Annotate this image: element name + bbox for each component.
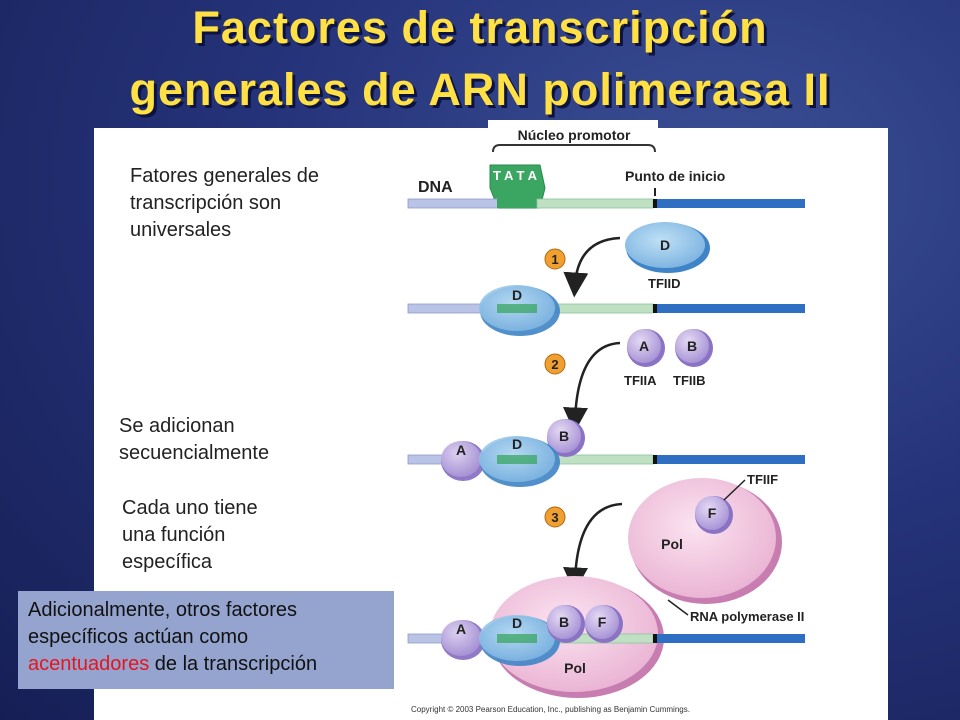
tfiia-letter: A [639, 338, 649, 354]
nucleo-promotor-label: Núcleo promotor [518, 127, 631, 143]
tfiia-factor: A [627, 329, 665, 367]
tata-box: T A T A [489, 164, 546, 209]
note-sequential: Se adicionan secuencialmente [119, 413, 269, 467]
step-2-arrow [563, 341, 621, 433]
tfiid-factor: D [625, 222, 710, 273]
tfiid-label: TFIID [648, 276, 681, 291]
step-1-arrow [563, 236, 621, 298]
note-function-line-3: específica [122, 551, 213, 573]
nucleo-bracket [492, 144, 656, 153]
pol-bound-letter-4: Pol [564, 660, 586, 676]
title-line-1: Factores de transcripción [192, 2, 768, 53]
note-universal-line-3: universales [130, 219, 232, 241]
step-1-number: 1 [551, 252, 558, 267]
tfiid-bound-letter: D [512, 287, 522, 303]
dna-strand-1 [407, 198, 805, 209]
complex-row-4: A D B F Pol [407, 576, 805, 698]
tfiia-bound-letter-4: A [456, 621, 466, 637]
step-3-badge [544, 506, 566, 528]
callout-line-1: Adicionalmente, otros factores [28, 599, 298, 621]
tfiid-bound-2: D [479, 285, 560, 336]
tfiif-letter: F [708, 505, 717, 521]
tfiia-label: TFIIA [624, 373, 657, 388]
tfiib-bound-letter-3: B [559, 428, 569, 444]
tfiib-letter: B [687, 338, 697, 354]
callout-highlight: acentuadores [28, 653, 150, 675]
note-function-line-1: Cada uno tiene [122, 497, 258, 519]
note-universal-line-1: Fatores generales de [130, 165, 320, 187]
tfiib-label: TFIIB [673, 373, 706, 388]
tfiif-label: TFIIF [747, 472, 778, 487]
step-2-badge [544, 353, 566, 375]
start-site-label: Punto de inicio [625, 168, 725, 184]
rna-pol-label: RNA polymerase II [690, 609, 804, 624]
dna-strand-2 [407, 303, 805, 314]
step-1-badge [544, 248, 566, 270]
tfiif-bound-letter-4: F [598, 614, 607, 630]
title-line-2: generales de ARN polimerasa II [129, 64, 831, 115]
rna-pol-ii: Pol F [628, 478, 782, 604]
step-3-number: 3 [551, 510, 558, 525]
tfiid-letter: D [660, 237, 670, 253]
step-2-number: 2 [551, 357, 558, 372]
note-function-line-2: una función [122, 524, 226, 546]
tfiia-bound-letter-3: A [456, 442, 466, 458]
tfiid-bound-letter-4: D [512, 615, 522, 631]
enhancers-callout: Adicionalmente, otros factores específic… [18, 591, 394, 689]
pol-letter: Pol [661, 536, 683, 552]
note-sequential-line-2: secuencialmente [119, 442, 270, 464]
dna-label: DNA [418, 179, 453, 196]
tfiif-leader [723, 479, 746, 501]
copyright-text: Copyright © 2003 Pearson Education, Inc.… [411, 705, 690, 714]
tata-label: T A T A [493, 168, 538, 183]
note-sequential-line-1: Se adicionan [119, 415, 235, 437]
step-3-arrow [563, 502, 623, 593]
tfiid-bound-letter-3: D [512, 436, 522, 452]
nucleo-label-tab [488, 120, 658, 148]
callout-line-3: acentuadores de la transcripción [28, 651, 394, 678]
tfiib-bound-letter-4: B [559, 614, 569, 630]
callout-line-2: específicos actúan como [28, 626, 249, 648]
note-universal: Fatores generales de transcripción son u… [130, 163, 319, 244]
callout-line-3-rest: de la transcripción [149, 653, 318, 675]
tfiib-factor: B [675, 329, 713, 367]
complex-row-3: A B D [441, 419, 585, 487]
note-universal-line-2: transcripción son [130, 192, 282, 214]
rna-pol-leader [667, 599, 689, 616]
note-function: Cada uno tiene una función específica [122, 495, 258, 576]
